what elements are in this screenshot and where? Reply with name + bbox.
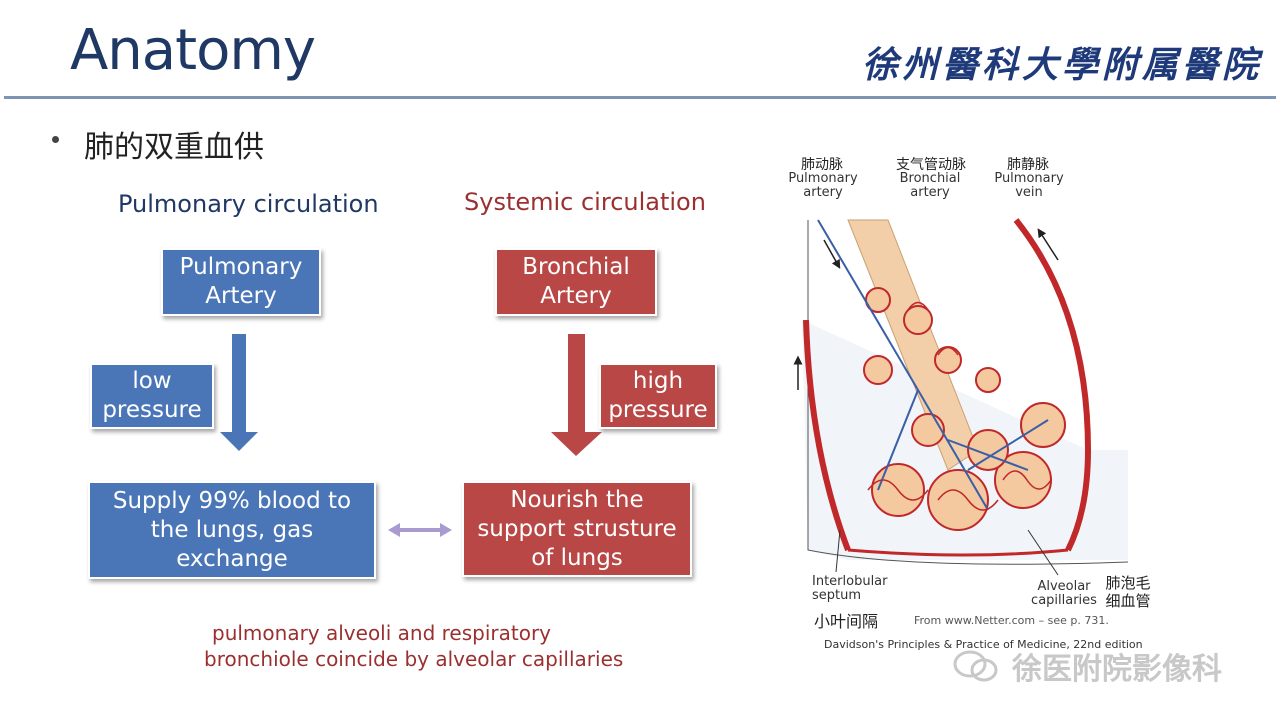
bullet-icon — [52, 136, 59, 143]
bronchial-artery-box: Bronchial Artery — [495, 248, 657, 316]
label-pa-en: Pulmonary artery — [786, 172, 860, 200]
nourish-box: Nourish the support strusture of lungs — [462, 481, 692, 577]
footnote-line2: bronchiole coincide by alveolar capillar… — [204, 647, 624, 671]
bronchial-artery-line2: Artery — [540, 283, 612, 309]
label-pa-cn: 肺动脉 — [801, 157, 843, 173]
bullet-text: 肺的双重血供 — [84, 130, 264, 165]
high-pressure-box: high pressure — [599, 363, 717, 429]
label-pa-en1: Pulmonary — [788, 171, 858, 186]
high-pressure-line2: pressure — [608, 397, 708, 423]
label-pv-cn: 肺静脉 — [1007, 157, 1049, 173]
supply-line3: exchange — [176, 545, 288, 572]
high-pressure-line1: high — [632, 368, 684, 394]
low-pressure-line2: pressure — [102, 397, 202, 423]
label-cap-cn1: 肺泡毛 — [1105, 574, 1151, 592]
label-cap-en2: capillaries — [1031, 593, 1097, 608]
label-cap-en1: Alveolar — [1037, 579, 1091, 594]
nourish-line3: of lungs — [531, 544, 623, 571]
label-septum-cn: 小叶间隔 — [814, 612, 879, 631]
watermark-text: 徐医附院影像科 — [1012, 652, 1222, 687]
pulmonary-heading: Pulmonary circulation — [118, 190, 379, 218]
citation-text: Davidson's Principles & Practice of Medi… — [824, 638, 1143, 651]
hospital-logo: 徐州醫科大學附属醫院 — [862, 44, 1263, 86]
label-cap-en: Alveolar capillaries — [1024, 580, 1104, 608]
pulmonary-artery-line1: Pulmonary — [179, 254, 303, 280]
nourish-line2: support strusture — [477, 515, 677, 542]
footnote-line1: pulmonary alveoli and respiratory — [212, 621, 552, 645]
label-septum-en2: septum — [812, 588, 862, 603]
supply-line2: the lungs, gas — [150, 516, 314, 543]
title-divider — [4, 96, 1276, 99]
label-cap-cn2: 细血管 — [1105, 592, 1151, 610]
red-down-arrow-icon — [551, 334, 602, 456]
page-title: Anatomy — [70, 18, 316, 83]
label-ba-en1: Bronchial — [899, 171, 961, 186]
pulmonary-artery-box: Pulmonary Artery — [161, 248, 321, 316]
low-pressure-line1: low — [132, 368, 172, 394]
systemic-heading: Systemic circulation — [464, 188, 706, 216]
bronchial-artery-line1: Bronchial — [522, 254, 630, 280]
double-arrow-icon — [388, 523, 452, 537]
footnote: pulmonary alveoli and respiratory bronch… — [204, 620, 623, 672]
supply-blood-box: Supply 99% blood to the lungs, gas excha… — [88, 481, 376, 579]
label-ba-en2: artery — [910, 185, 950, 200]
source-text: From www.Netter.com – see p. 731. — [914, 614, 1109, 627]
lobule-drawing — [793, 218, 1129, 576]
low-pressure-box: low pressure — [90, 363, 214, 429]
label-cap-cn: 肺泡毛 细血管 — [1100, 574, 1156, 610]
blue-down-arrow-icon — [220, 334, 258, 451]
label-pv-en1: Pulmonary — [994, 171, 1064, 186]
flow-arrows — [220, 334, 602, 537]
label-pv-en2: vein — [1015, 185, 1043, 200]
label-septum-en: Interlobular septum — [812, 575, 902, 603]
label-ba-cn: 支气管动脉 — [896, 157, 966, 173]
supply-line1: Supply 99% blood to — [112, 487, 352, 514]
label-pa-en2: artery — [803, 185, 843, 200]
label-septum-en1: Interlobular — [812, 574, 888, 589]
lung-lobule-illustration: 肺动脉 Pulmonary artery 支气管动脉 Bronchial art… — [788, 150, 1180, 655]
wechat-icon — [953, 650, 998, 682]
label-pv-en: Pulmonary vein — [992, 172, 1066, 200]
nourish-line1: Nourish the — [510, 486, 644, 513]
label-ba-en: Bronchial artery — [892, 172, 968, 200]
pulmonary-artery-line2: Artery — [205, 283, 277, 309]
